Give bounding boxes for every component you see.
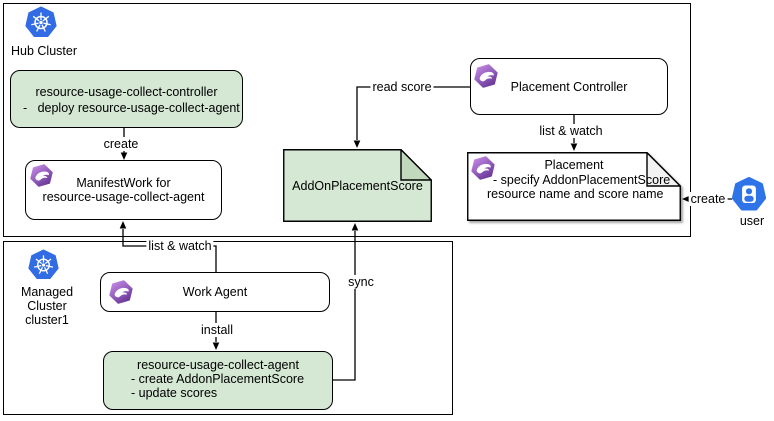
user-icon <box>731 176 767 213</box>
controller-node: resource-usage-collect-controller - depl… <box>10 70 243 128</box>
edge-label-list-watch-managed: list & watch <box>146 239 214 253</box>
ocm-icon <box>29 163 54 191</box>
agent-line3: - update scores <box>131 386 218 400</box>
controller-line1: resource-usage-collect-controller <box>35 85 218 99</box>
managed-cluster-container <box>3 241 453 415</box>
placement-line2: - specify AddonPlacementScore <box>493 173 671 187</box>
addonplacementscore-label: AddOnPlacementScore <box>292 178 423 193</box>
agent-line1: resource-usage-collect-agent <box>137 358 299 372</box>
hub-cluster-label: Hub Cluster <box>11 44 77 58</box>
addonplacementscore-note: AddOnPlacementScore <box>283 149 432 222</box>
placement-controller-label: Placement Controller <box>510 79 628 94</box>
work-agent-node: Work Agent <box>100 272 330 312</box>
agent-line2: - create AddonPlacementScore <box>131 372 305 386</box>
edge-label-read-score: read score <box>370 80 434 94</box>
placement-line3: resource name and score name <box>487 187 664 201</box>
managed-cluster-name: cluster1 <box>25 313 69 327</box>
ocm-icon <box>108 279 134 308</box>
edge-label-create: create <box>101 137 141 151</box>
agent-node: resource-usage-collect-agent - create Ad… <box>103 351 333 410</box>
ocm-icon <box>473 63 499 92</box>
edge-label-install: install <box>199 323 235 337</box>
manifestwork-line2: resource-usage-collect-agent <box>42 190 205 204</box>
controller-line2: - deploy resource-usage-collect-agent <box>23 101 240 115</box>
manifestwork-node: ManifestWork for resource-usage-collect-… <box>25 160 222 220</box>
edge-label-sync: sync <box>346 275 376 289</box>
placement-controller-node: Placement Controller <box>470 58 668 115</box>
work-agent-label: Work Agent <box>182 285 248 299</box>
ocm-icon <box>470 155 496 184</box>
placement-line1: Placement <box>544 158 604 172</box>
edge-label-list-watch-hub: list & watch <box>537 124 605 138</box>
manifestwork-line1: ManifestWork for <box>76 176 171 190</box>
edge-label-create-user: create <box>688 192 728 206</box>
kubernetes-icon <box>28 249 59 281</box>
managed-cluster-title: Managed Cluster <box>20 285 74 313</box>
user-label: user <box>739 214 765 228</box>
kubernetes-icon <box>25 6 57 39</box>
managed-cluster-label: Managed Cluster cluster1 <box>0 285 94 327</box>
placement-note: Placement - specify AddonPlacementScore … <box>467 152 681 221</box>
